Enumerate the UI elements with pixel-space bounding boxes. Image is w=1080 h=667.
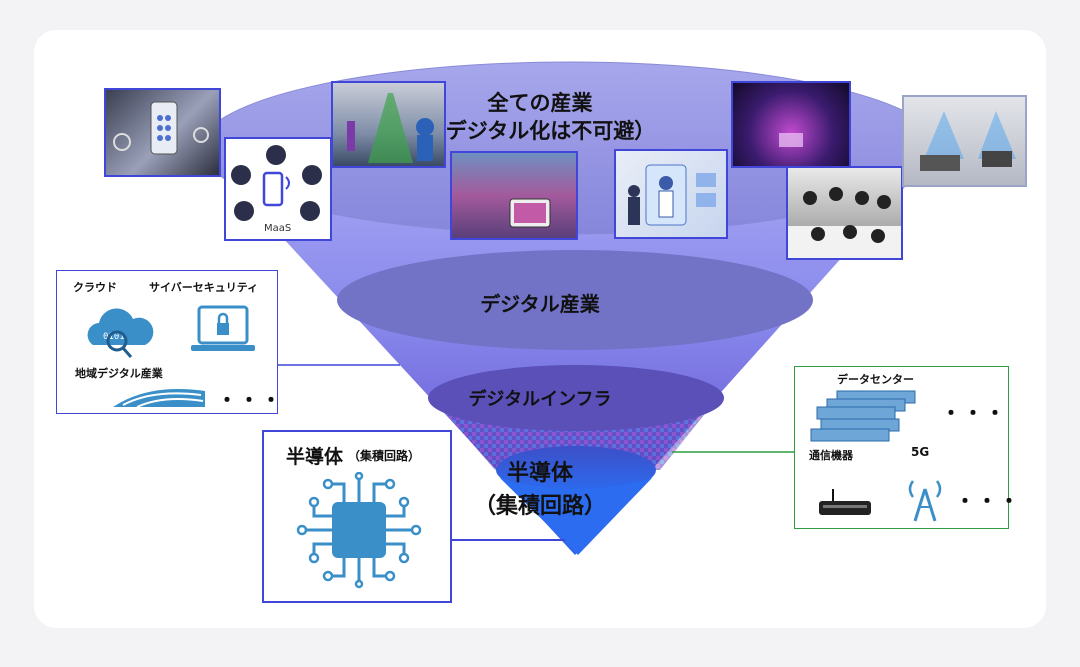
smartphone-icon xyxy=(113,101,209,155)
cybersecurity-label: サイバーセキュリティ xyxy=(149,281,259,294)
antenna-icon xyxy=(908,480,942,522)
svg-text:0101: 0101 xyxy=(103,332,125,342)
construction-photo xyxy=(902,95,1027,187)
factory-robot-photo xyxy=(331,81,446,168)
smart-home-photo xyxy=(104,88,221,177)
cloud-icon: 0101 xyxy=(87,308,154,358)
regional-digital-label: 地域デジタル産業 xyxy=(75,367,163,380)
top-title-line1: 全ての産業 xyxy=(487,91,593,115)
classroom-photo xyxy=(786,166,903,260)
excavator-icon xyxy=(982,151,1012,167)
comm-equipment-label: 通信機器 xyxy=(809,449,853,462)
cloud-label: クラウド xyxy=(73,281,117,294)
train-icon xyxy=(266,145,286,165)
bus-icon xyxy=(300,201,320,221)
chip-title-main: 半導体 xyxy=(286,446,344,468)
esports-arena-photo xyxy=(731,81,851,168)
level2-ellipse xyxy=(337,250,813,350)
worker-icon xyxy=(416,118,434,136)
level3-ellipse xyxy=(428,365,724,431)
level2-label: デジタル産業 xyxy=(480,292,600,316)
stage-icon xyxy=(779,133,803,147)
maas-panel: MaaS xyxy=(224,137,332,241)
funnel-cone xyxy=(200,148,940,555)
right-more-dots-1: ・・・ xyxy=(941,401,1007,425)
field-icon xyxy=(113,389,205,408)
bottom-label-line1: 半導体 xyxy=(506,461,573,486)
digital-infra-box: データセンター ・・・ 通信機器 5G ・・・ xyxy=(794,366,1019,529)
top-title-line2: （デジタル化は不可避） xyxy=(424,119,656,143)
agriculture-tablet-photo xyxy=(450,151,578,240)
semiconductor-box: 半導体 （集積回路） xyxy=(262,430,452,603)
maas-label: MaaS xyxy=(264,223,292,234)
server-rack-icon xyxy=(810,390,916,442)
laptop-lock-icon xyxy=(191,305,255,351)
5g-label: 5G xyxy=(911,445,930,459)
doctor-icon xyxy=(659,176,673,190)
car-icon xyxy=(234,201,254,221)
robot-arm-icon xyxy=(347,121,355,151)
truck-icon xyxy=(920,155,960,171)
digital-industry-box: クラウド サイバーセキュリティ 0101 地域デジタル産業 ・・・ xyxy=(56,270,281,414)
left-more-dots: ・・・ xyxy=(217,388,283,412)
bottom-label-line2: （集積回路） xyxy=(473,494,606,519)
chip-title-sub: （集積回路） xyxy=(348,449,421,463)
medical-ar-photo xyxy=(614,149,728,239)
airplane-icon xyxy=(302,165,322,185)
student-icon xyxy=(803,191,817,205)
level3-label: デジタルインフラ xyxy=(468,389,612,410)
router-icon xyxy=(819,489,871,515)
bottom-ellipse xyxy=(496,446,656,494)
datacenter-label: データセンター xyxy=(837,373,914,386)
funnel-tip xyxy=(500,478,652,555)
phone-icon xyxy=(262,171,284,207)
bicycle-icon xyxy=(231,165,251,185)
chip-icon xyxy=(296,472,422,589)
right-more-dots-2: ・・・ xyxy=(955,489,1021,513)
